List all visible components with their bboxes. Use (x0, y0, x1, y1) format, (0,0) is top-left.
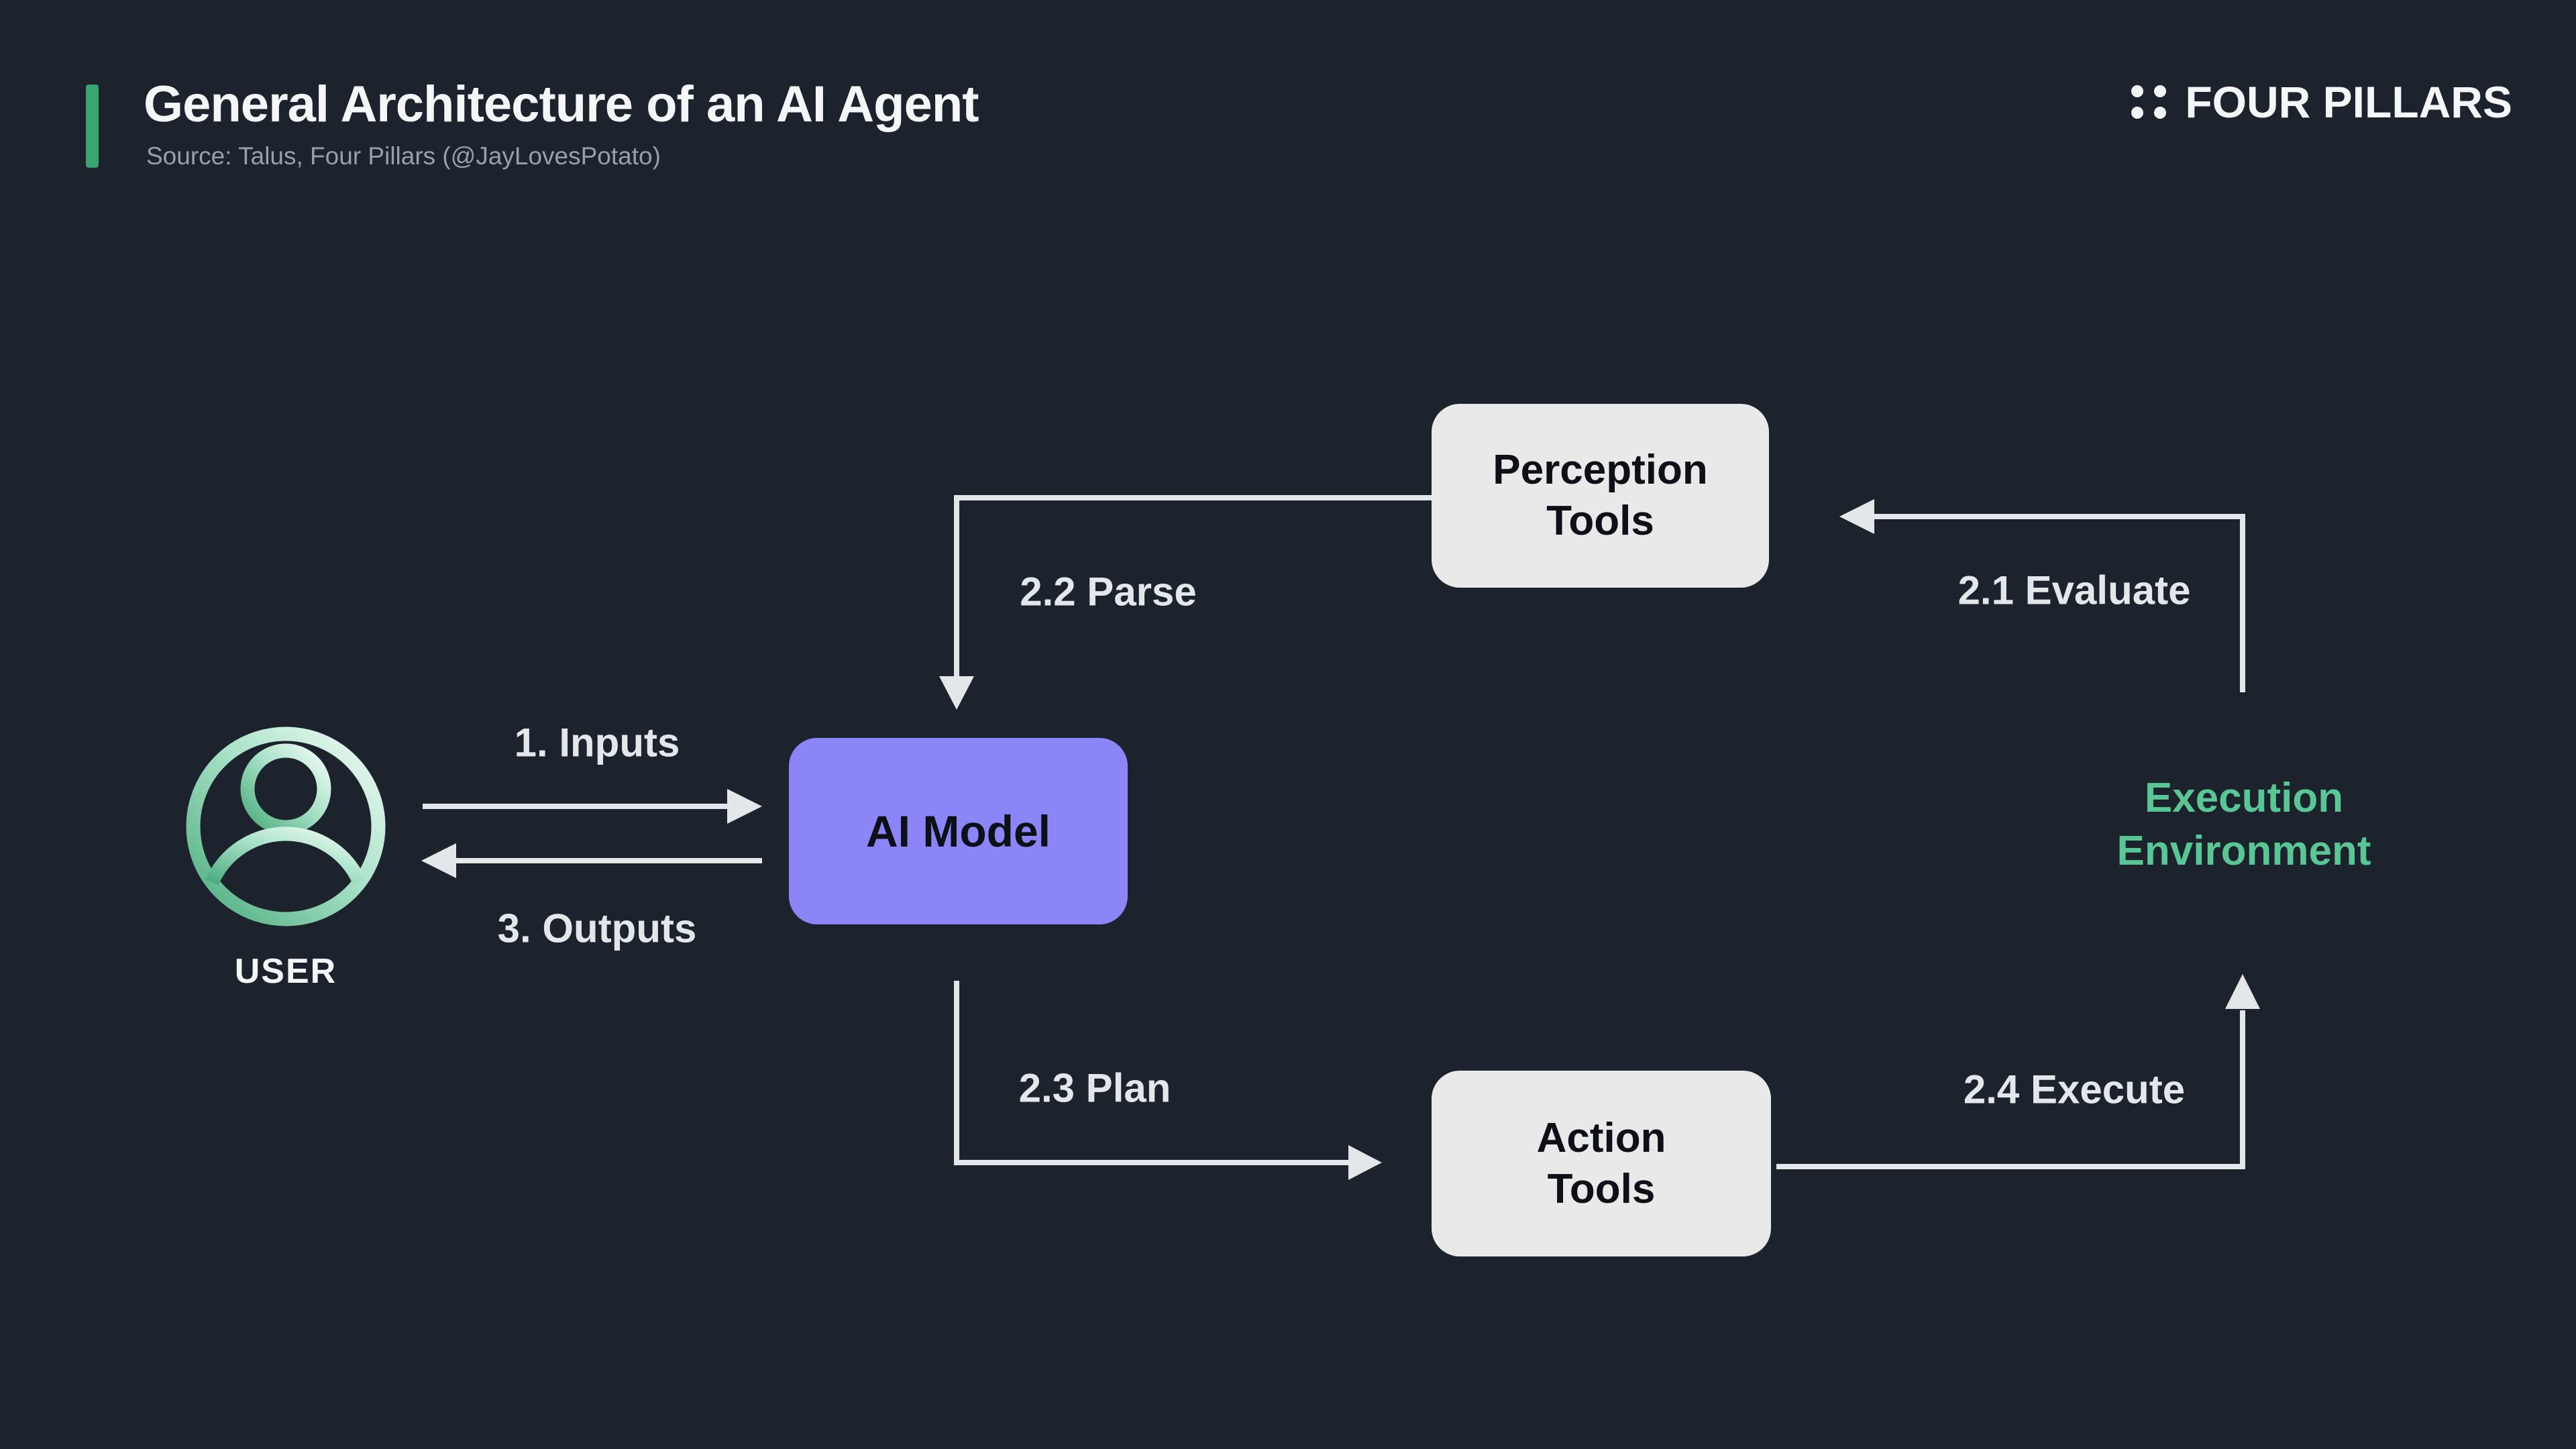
node-ai-model: AI Model (789, 738, 1128, 924)
dot (2131, 107, 2144, 119)
arrow-outputs-head (421, 843, 456, 878)
brand-logo: FOUR PILLARS (2131, 77, 2512, 127)
action-tools-label: Action Tools (1537, 1113, 1666, 1214)
execution-line1: Execution (2144, 775, 2344, 821)
node-perception-tools: Perception Tools (1432, 404, 1769, 588)
arrow-evaluate-head (1839, 499, 1874, 534)
arrow-plan-head (1348, 1145, 1382, 1180)
title-accent-bar (86, 85, 99, 168)
execution-line2: Environment (2116, 828, 2371, 875)
edge-label-execute: 2.4 Execute (1963, 1067, 2186, 1112)
arrow-execute-head (2225, 974, 2260, 1009)
dot (2154, 107, 2167, 119)
source-caption: Source: Talus, Four Pillars (@JayLovesPo… (146, 142, 661, 170)
arrow-evaluate-line (1873, 514, 2245, 692)
ai-model-label: AI Model (866, 806, 1051, 856)
avatar-shoulders (205, 826, 366, 885)
avatar-head (240, 743, 331, 835)
perception-line1: Perception (1493, 447, 1708, 494)
edge-label-outputs: 3. Outputs (497, 906, 697, 951)
edge-label-evaluate: 2.1 Evaluate (1957, 568, 2191, 613)
dot (2154, 85, 2167, 97)
arrow-inputs-head (727, 789, 762, 824)
node-action-tools: Action Tools (1432, 1071, 1771, 1256)
edge-label-inputs: 1. Inputs (514, 720, 680, 765)
four-dots-icon (2131, 85, 2167, 119)
dot (2131, 85, 2144, 97)
brand-name: FOUR PILLARS (2185, 77, 2512, 127)
page-title: General Architecture of an AI Agent (144, 76, 979, 133)
perception-tools-label: Perception Tools (1493, 445, 1707, 546)
arrow-plan-line (954, 981, 1350, 1165)
action-line1: Action (1536, 1114, 1666, 1161)
arrow-parse-head (939, 676, 974, 710)
user-label: USER (234, 952, 337, 991)
avatar-outer-circle (186, 727, 386, 926)
user-avatar-icon (186, 727, 386, 926)
edge-label-parse: 2.2 Parse (1020, 569, 1197, 614)
execution-environment-label: Execution Environment (2043, 771, 2445, 878)
edge-label-plan: 2.3 Plan (1018, 1065, 1171, 1111)
arrow-parse-line (954, 495, 1432, 678)
perception-line2: Tools (1546, 498, 1654, 544)
action-line2: Tools (1547, 1165, 1656, 1212)
arrow-execute-line (1776, 1010, 2245, 1169)
